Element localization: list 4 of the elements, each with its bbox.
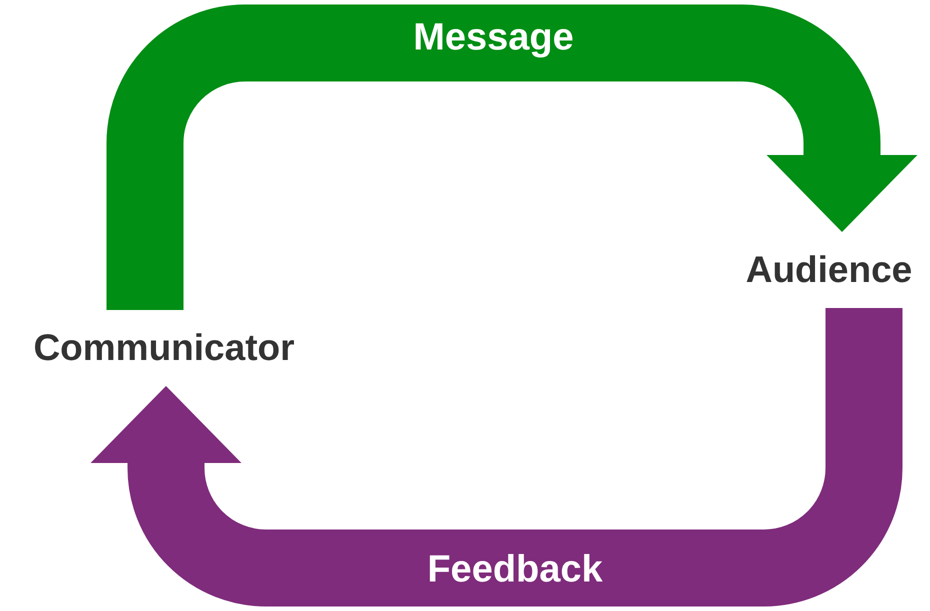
edge-label: Feedback (427, 548, 603, 592)
node-label: Audience (746, 249, 912, 291)
node-label: Communicator (33, 327, 295, 369)
edge-label: Message (413, 16, 574, 60)
